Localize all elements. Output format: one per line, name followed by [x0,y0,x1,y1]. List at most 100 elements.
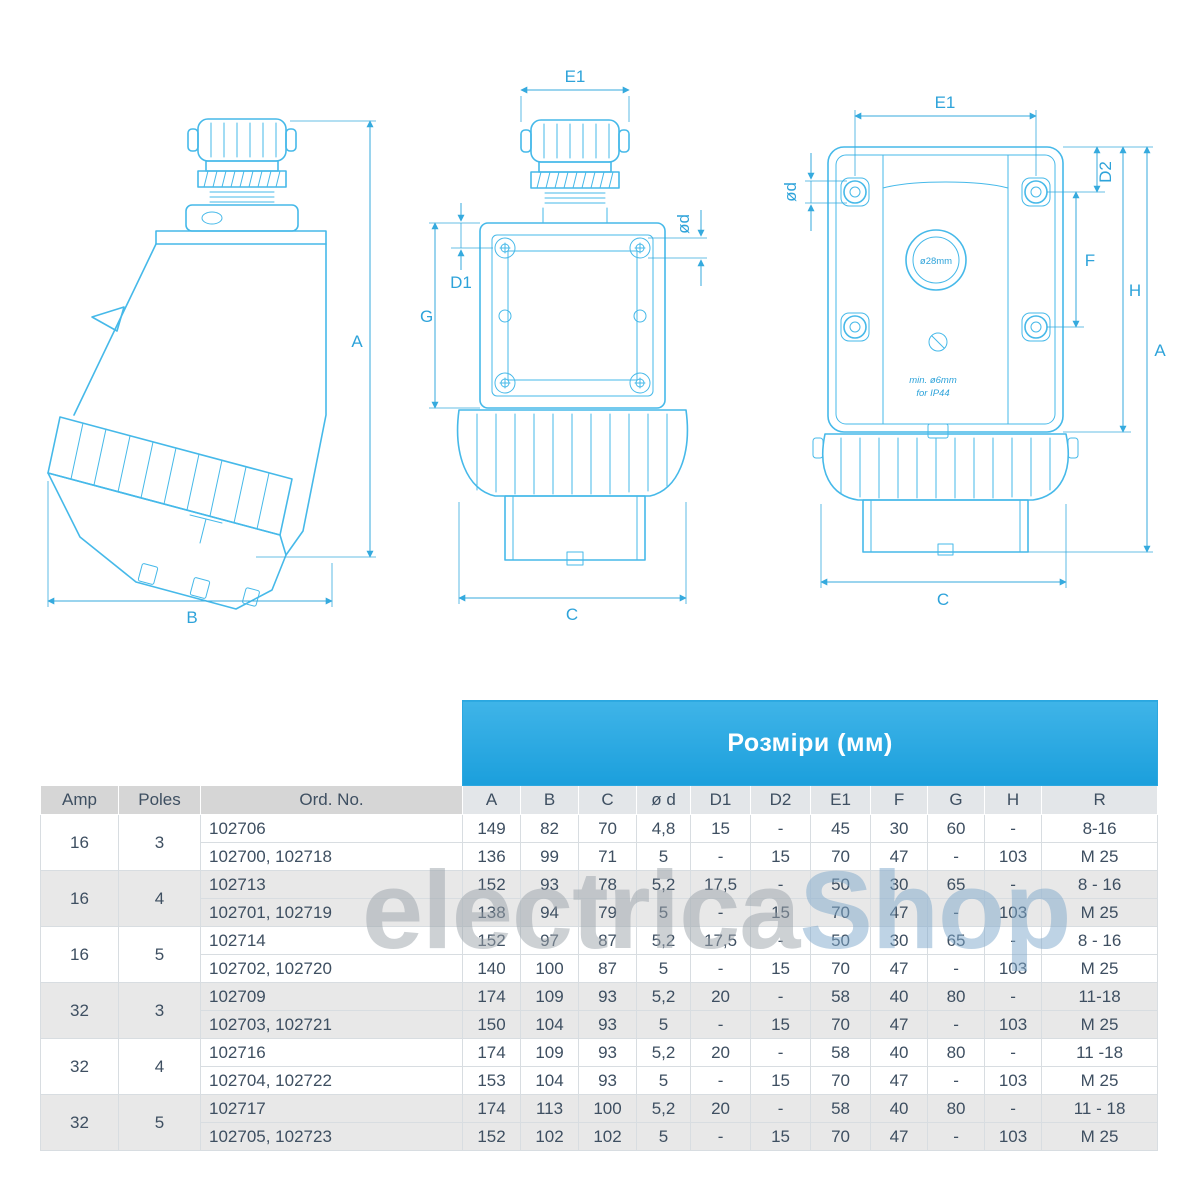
dim-value-cell: 5 [636,898,692,927]
dim-value-cell: 20 [690,1094,752,1123]
dim-value-cell: 40 [870,1094,929,1123]
dim-value-cell: 152 [462,926,522,955]
dim-label-e1: E1 [565,67,586,86]
dim-value-cell: 65 [927,870,986,899]
poles-cell: 5 [118,1094,201,1151]
dim-value-cell: - [690,1066,752,1095]
dim-value-cell: 70 [810,954,872,983]
dim-value-cell: M 25 [1041,1010,1159,1039]
dim-label-a: A [351,332,363,351]
poles-cell: 4 [118,1038,201,1095]
dim-value-cell: - [690,1122,752,1151]
dim-value-cell: 20 [690,1038,752,1067]
hole-diameter-label: ø28mm [920,256,952,267]
dim-value-cell: 40 [870,1038,929,1067]
col-header-poles: Poles [118,785,201,815]
dim-value-cell: 100 [520,954,580,983]
dim-value-cell: 58 [810,1038,872,1067]
dimensions-band-row: Розміри (мм) [41,700,1159,786]
ord-no-cell: 102703, 102721 [199,1010,464,1039]
amp-cell: 16 [40,870,119,927]
dim-value-cell: 94 [520,898,580,927]
dim-value-cell: - [750,1094,812,1123]
dim-value-cell: 103 [984,842,1043,871]
ord-no-cell: 102716 [199,1038,464,1067]
band-spacer [41,701,463,786]
dim-value-cell: 47 [870,954,929,983]
dim-value-cell: 78 [578,870,638,899]
dim-value-cell: 109 [520,1038,580,1067]
dim-value-cell: 138 [462,898,522,927]
dim-value-cell: 152 [462,870,522,899]
col-header-g: G [927,785,986,815]
dim-value-cell: 5 [636,842,692,871]
amp-cell: 32 [40,982,119,1039]
dim-value-cell: 70 [810,898,872,927]
dim-value-cell: - [927,898,986,927]
side-view-dimensions: A B [47,120,376,625]
ord-no-cell: 102717 [199,1094,464,1123]
ord-no-cell: 102709 [199,982,464,1011]
dim-value-cell: M 25 [1041,842,1159,871]
dim-value-cell: 11 - 18 [1041,1094,1159,1123]
dim-label-e1: E1 [935,93,956,112]
dim-value-cell: - [984,926,1043,955]
col-header-amp: Amp [40,785,119,815]
dim-value-cell: 45 [810,814,872,843]
dim-value-cell: 103 [984,1066,1043,1095]
dim-value-cell: 11-18 [1041,982,1159,1011]
dim-label-b: B [186,608,197,625]
dim-value-cell: 150 [462,1010,522,1039]
dim-value-cell: - [927,842,986,871]
dim-value-cell: M 25 [1041,1122,1159,1151]
dim-value-cell: 100 [578,1094,638,1123]
dim-value-cell: 82 [520,814,580,843]
poles-cell: 4 [118,870,201,927]
back-view-drawing: ø28mm min. ø6mm for IP44 E1 ød D2 F H [781,93,1166,609]
dim-value-cell: 93 [578,982,638,1011]
poles-cell: 5 [118,926,201,983]
ord-no-cell: 102702, 102720 [199,954,464,983]
dim-label-f: F [1085,251,1095,270]
dim-label-a: A [1154,341,1166,360]
dim-value-cell: 174 [462,982,522,1011]
dim-value-cell: 70 [810,1122,872,1151]
poles-cell: 3 [118,814,201,871]
side-view-drawing: A B [47,118,376,625]
dim-value-cell: 5 [636,1122,692,1151]
dim-value-cell: 30 [870,870,929,899]
dim-value-cell: 15 [690,814,752,843]
dim-value-cell: - [750,814,812,843]
dim-value-cell: 103 [984,954,1043,983]
dim-value-cell: 93 [520,870,580,899]
ord-no-cell: 102706 [199,814,464,843]
front-view-drawing: E1 D1 G ød C [420,67,707,623]
dim-value-cell: - [750,982,812,1011]
side-view-outline [47,118,327,610]
dim-value-cell: 102 [520,1122,580,1151]
dim-value-cell: 47 [870,1010,929,1039]
dim-value-cell: 93 [578,1066,638,1095]
back-view-annotations: ø28mm min. ø6mm for IP44 [909,256,957,399]
dim-label-h: H [1129,281,1141,300]
ord-no-cell: 102705, 102723 [199,1122,464,1151]
dim-value-cell: - [750,926,812,955]
amp-cell: 16 [40,926,119,983]
dim-value-cell: 11 -18 [1041,1038,1159,1067]
dim-value-cell: 153 [462,1066,522,1095]
dim-value-cell: 97 [520,926,580,955]
col-header-d1: D1 [690,785,752,815]
col-header-a: A [462,785,522,815]
dim-value-cell: 174 [462,1038,522,1067]
dim-value-cell: - [927,1010,986,1039]
dim-value-cell: 87 [578,926,638,955]
dim-value-cell: 70 [810,842,872,871]
col-header-r: R [1041,785,1159,815]
